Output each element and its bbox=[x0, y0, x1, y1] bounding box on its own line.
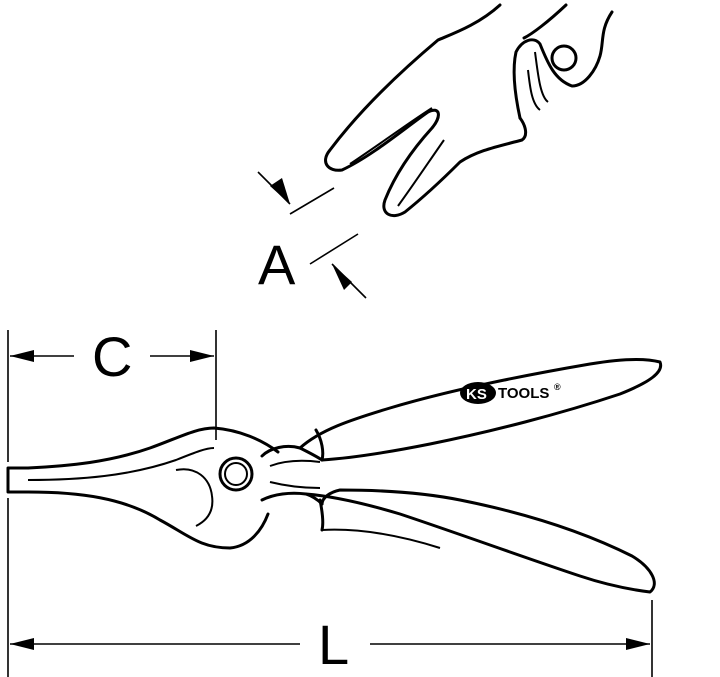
pliers-main-view bbox=[6, 358, 663, 594]
logo-tools-text: TOOLS bbox=[498, 385, 549, 402]
logo-ks-text: KS bbox=[466, 386, 487, 403]
ks-tools-logo: KS TOOLS ® bbox=[460, 382, 561, 404]
jaw-detail-view bbox=[324, 3, 614, 217]
dimension-l-label: L bbox=[318, 613, 349, 676]
logo-registered-mark: ® bbox=[554, 382, 561, 392]
dimension-a: A bbox=[257, 171, 367, 299]
logo-badge bbox=[460, 382, 496, 404]
dimension-c-label: C bbox=[92, 325, 132, 388]
dimension-l: L bbox=[7, 498, 653, 677]
dimension-a-label: A bbox=[258, 233, 296, 296]
dimension-c: C bbox=[7, 325, 217, 462]
